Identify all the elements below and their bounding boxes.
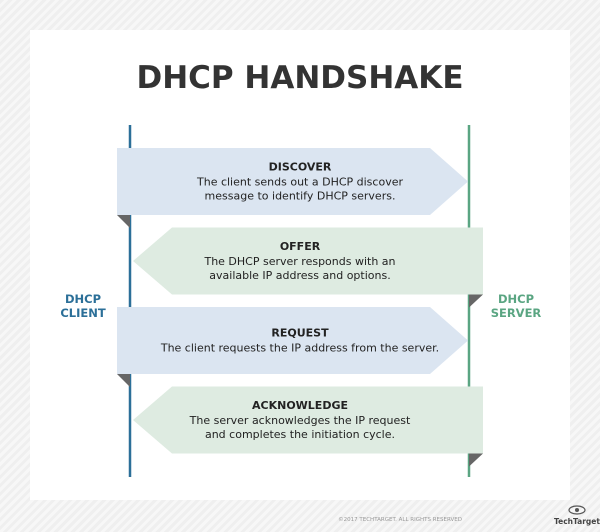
step-acknowledge: ACKNOWLEDGE The server acknowledges the I… bbox=[133, 386, 483, 467]
step-title: OFFER bbox=[280, 240, 321, 253]
techtarget-logo: TechTarget bbox=[554, 505, 600, 526]
server-label-line2: SERVER bbox=[491, 306, 542, 320]
client-label-line1: DHCP bbox=[65, 292, 101, 306]
step-request: REQUEST The client requests the IP addres… bbox=[117, 307, 468, 387]
message-arrow bbox=[133, 386, 483, 454]
step-description: The server acknowledges the IP request bbox=[189, 414, 411, 427]
arrow-fold bbox=[117, 374, 130, 387]
step-description: The client requests the IP address from … bbox=[160, 342, 439, 355]
step-description: available IP address and options. bbox=[209, 269, 390, 282]
step-description: message to identify DHCP servers. bbox=[205, 190, 396, 203]
client-label-line2: CLIENT bbox=[60, 306, 106, 320]
arrow-fold bbox=[469, 294, 483, 308]
step-description: and completes the initiation cycle. bbox=[205, 428, 395, 441]
step-description: The client sends out a DHCP discover bbox=[196, 176, 403, 189]
message-arrow bbox=[133, 227, 483, 295]
svg-text:TechTarget: TechTarget bbox=[554, 517, 600, 526]
arrow-fold bbox=[469, 453, 483, 467]
server-label-line1: DHCP bbox=[498, 292, 534, 306]
message-arrow bbox=[117, 307, 468, 374]
diagram-title: DHCP HANDSHAKE bbox=[136, 60, 463, 96]
step-offer: OFFER The DHCP server responds with anava… bbox=[133, 227, 483, 308]
message-arrow bbox=[117, 148, 468, 215]
step-title: DISCOVER bbox=[269, 161, 332, 174]
step-discover: DISCOVER The client sends out a DHCP disc… bbox=[117, 148, 468, 228]
copyright: ©2017 TECHTARGET. ALL RIGHTS RESERVED bbox=[338, 516, 462, 523]
step-title: REQUEST bbox=[271, 327, 329, 340]
step-title: ACKNOWLEDGE bbox=[252, 399, 348, 412]
step-description: The DHCP server responds with an bbox=[203, 255, 395, 268]
arrow-fold bbox=[117, 215, 130, 228]
